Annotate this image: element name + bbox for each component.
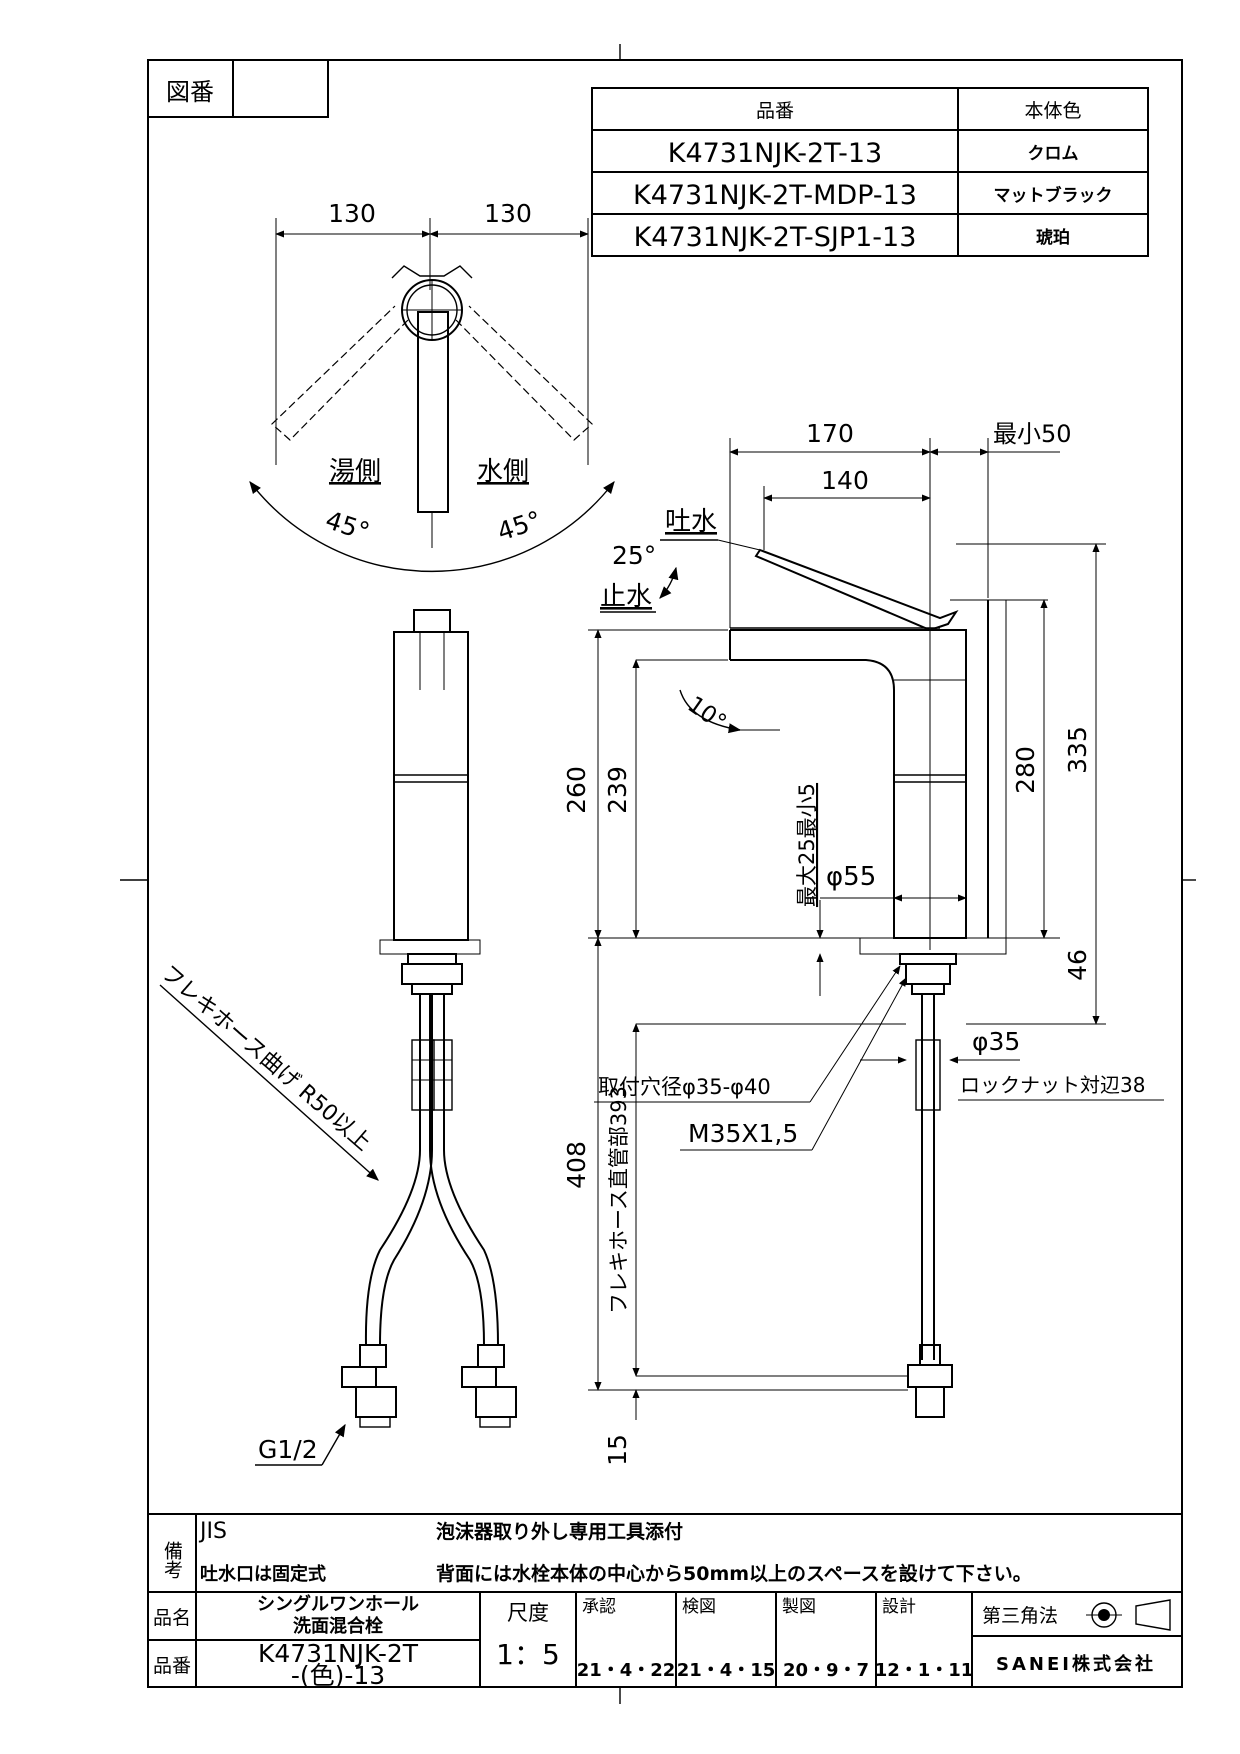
scale-value: 1：5 [496,1638,560,1671]
drawn-label: 製図 [782,1597,816,1617]
projection-label: 第三角法 [982,1605,1058,1627]
product-code-line1: K4731NJK-2T [258,1639,419,1668]
connector-g12: G1/2 [258,1435,318,1464]
design-label: 設計 [882,1597,916,1617]
mount-hole: 取付穴径φ35-φ40 [598,1075,771,1099]
scale-label: 尺度 [507,1601,549,1625]
dim-408: 408 [562,1141,591,1189]
dim-130-left: 130 [328,199,376,228]
product-name-line2: 洗面混合栓 [293,1615,383,1637]
lever-angle-25: 25° [612,541,656,570]
top-view: 130 130 湯側 水側 45° 45° [249,199,615,573]
cold-side-label: 水側 [477,457,529,487]
table-code: K4731NJK-2T-SJP1-13 [634,222,917,253]
dim-170: 170 [806,419,854,448]
checked-label: 検図 [682,1597,716,1617]
hose-straight-393: フレキホース直管部393 [607,1086,631,1314]
table-color: 琥珀 [1036,228,1070,248]
design-date: 12・1・11 [875,1660,974,1681]
drawing-frame [120,44,1196,1704]
notes-label: 備考 [161,1541,183,1579]
thread-size: M35X1,5 [688,1119,798,1148]
locknut-size: ロックナット対辺38 [960,1073,1145,1097]
dim-130-right: 130 [484,199,532,228]
side-view: 170 140 最小50 吐水 止水 25° 10° 260 239 280 3… [562,419,1164,1466]
dim-46: 46 [1063,949,1092,981]
product-code-label: 品番 [153,1655,191,1677]
table-code: K4731NJK-2T-MDP-13 [633,180,917,211]
table-code: K4731NJK-2T-13 [668,138,882,169]
product-code-line2: -(色)-13 [291,1661,385,1690]
dim-239: 239 [603,766,632,814]
table-header-code: 品番 [756,100,794,122]
note-rear-space: 背面には水栓本体の中心から50mm以上のスペースを設けて下さい。 [436,1562,1032,1585]
note-spout-fixed: 吐水口は固定式 [200,1563,326,1585]
approved-label: 承認 [582,1597,616,1617]
product-name-line1: シングルワンホール [257,1593,419,1615]
front-view: フレキホース曲げ R50以上 G1/2 [156,609,517,1466]
drawing-number-box: 図番 [147,59,329,118]
dim-335: 335 [1063,726,1092,774]
third-angle-projection-icon [1086,1599,1171,1631]
body-dia: φ55 [826,862,876,892]
table-header-color: 本体色 [1024,100,1081,122]
angle-45-right: 45° [494,505,545,546]
notes-block: 備考 JIS 吐水口は固定式 泡沫器取り外し専用工具添付 背面には水栓本体の中心… [148,1513,1182,1593]
table-color: マットブラック [994,185,1113,206]
shank-dia: φ35 [972,1027,1020,1056]
counter-thickness: 最大25最小5 [795,783,819,907]
dim-min-50: 最小50 [993,420,1072,448]
water-off-label: 止水 [600,582,652,612]
table-color: クロム [1028,144,1079,164]
dim-280: 280 [1011,746,1040,794]
product-table: 品番 本体色 K4731NJK-2T-13 クロム K4731NJK-2T-MD… [591,87,1149,257]
note-jis: JIS [198,1519,227,1544]
dim-15: 15 [603,1434,632,1466]
note-aerator-tool: 泡沫器取り外し専用工具添付 [436,1520,683,1543]
dim-140: 140 [821,466,869,495]
water-on-label: 吐水 [665,507,717,537]
hose-bend-label: フレキホース曲げ R50以上 [156,961,376,1156]
drawing-number-label: 図番 [166,78,214,106]
hot-side-label: 湯側 [329,457,381,487]
spout-angle-10: 10° [683,692,731,737]
approved-date: 21・4・22 [577,1660,676,1681]
angle-45-left: 45° [322,505,373,546]
company-name: SANEI株式会社 [996,1653,1156,1675]
drawn-date: 20・9・7 [783,1660,869,1681]
dim-260: 260 [562,766,591,814]
product-name-label: 品名 [153,1607,191,1629]
title-block: 品名 シングルワンホール 洗面混合栓 品番 K4731NJK-2T -(色)-1… [148,1592,1182,1690]
checked-date: 21・4・15 [677,1660,776,1681]
